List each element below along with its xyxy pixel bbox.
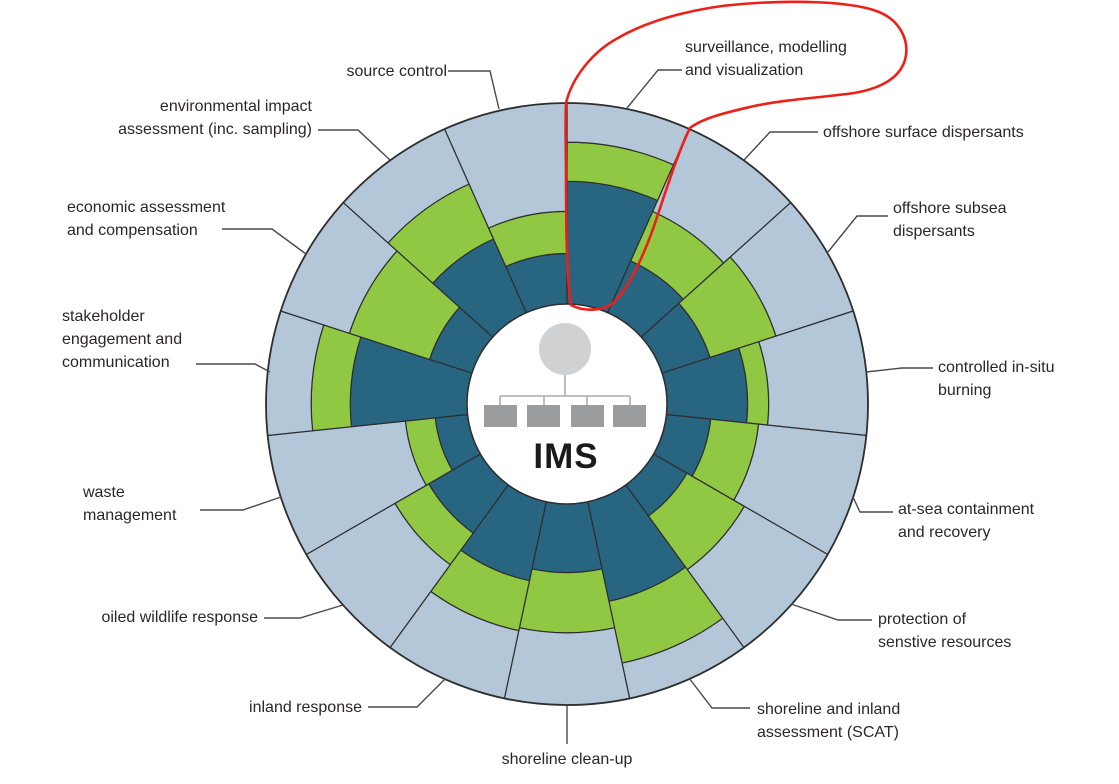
label-shoreline-and-inland-assessment-scat: shoreline and inland assessment (SCAT) bbox=[757, 701, 901, 741]
label-shoreline-clean-up: shoreline clean-up bbox=[501, 751, 633, 768]
leader-at-sea-containment-and-recovery bbox=[852, 496, 893, 513]
label-source-control: source control bbox=[346, 63, 448, 80]
annotation-red-loop bbox=[564, 0, 908, 311]
leader-shoreline-and-inland-assessment-scat bbox=[688, 677, 750, 709]
leader-economic-assessment-and-compensation bbox=[222, 228, 307, 255]
org-chart-child-node bbox=[484, 405, 517, 427]
label-oiled-wildlife-response: oiled wildlife response bbox=[101, 609, 258, 626]
sector-surveillance-modelling-and-visualization bbox=[566, 102, 690, 314]
leader-inland-response bbox=[368, 678, 446, 708]
leader-environmental-impact-assessment bbox=[318, 129, 391, 161]
sector-shoreline-clean-up bbox=[503, 501, 631, 706]
leader-source-control bbox=[448, 70, 500, 110]
ims-center-label: IMS bbox=[533, 437, 598, 476]
leader-offshore-surface-dispersants bbox=[743, 131, 818, 161]
label-environmental-impact-assessment: environmental impact assessment (inc. sa… bbox=[118, 98, 312, 138]
label-economic-assessment-and-compensation: economic assessment and compensation bbox=[67, 199, 226, 239]
sector-stakeholder-engagement-and-communication bbox=[265, 310, 473, 437]
sector-controlled-in-situ-burning bbox=[661, 310, 869, 437]
label-surveillance-modelling-and-visualization: surveillance, modelling and visualizatio… bbox=[685, 39, 847, 79]
sector-band-green bbox=[518, 568, 616, 634]
leader-stakeholder-engagement-and-communication bbox=[196, 363, 271, 373]
leader-surveillance-modelling-and-visualization bbox=[626, 69, 682, 109]
label-waste-management: waste management bbox=[83, 484, 177, 524]
leader-oiled-wildlife-response bbox=[264, 604, 344, 619]
sector-band-outer bbox=[503, 627, 631, 706]
sector-offshore-subsea-dispersants bbox=[640, 202, 854, 374]
sector-economic-assessment-and-compensation bbox=[280, 202, 494, 374]
label-stakeholder-engagement-and-communication: stakeholder engagement and communication bbox=[62, 308, 183, 371]
sector-at-sea-containment-and-recovery bbox=[653, 413, 867, 556]
leader-waste-management bbox=[200, 496, 282, 511]
sector-environmental-impact-assessment bbox=[342, 128, 527, 338]
center-hub bbox=[466, 303, 668, 505]
org-chart-child-node bbox=[613, 405, 646, 427]
sector-waste-management bbox=[267, 413, 481, 556]
org-chart-icon bbox=[484, 323, 646, 427]
label-offshore-surface-dispersants: offshore surface dispersants bbox=[823, 124, 1024, 141]
leader-offshore-subsea-dispersants bbox=[827, 215, 888, 253]
leader-controlled-in-situ-burning bbox=[865, 367, 933, 373]
sector-shoreline-and-inland-assessment-scat bbox=[587, 484, 745, 699]
sector-source-control bbox=[444, 102, 568, 314]
label-offshore-subsea-dispersants: offshore subsea dispersants bbox=[893, 200, 1007, 240]
label-protection-of-sensitive-resources: protection of senstive resources bbox=[878, 611, 1012, 651]
org-chart-child-node bbox=[571, 405, 604, 427]
org-chart-head-node bbox=[539, 323, 591, 375]
org-chart-child-node bbox=[527, 405, 560, 427]
sector-inland-response bbox=[389, 484, 547, 699]
label-inland-response: inland response bbox=[249, 699, 362, 716]
leader-protection-of-sensitive-resources bbox=[790, 603, 872, 621]
label-controlled-in-situ-burning: controlled in-situ burning bbox=[938, 359, 1055, 399]
label-at-sea-containment-and-recovery: at-sea containment and recovery bbox=[898, 501, 1035, 541]
